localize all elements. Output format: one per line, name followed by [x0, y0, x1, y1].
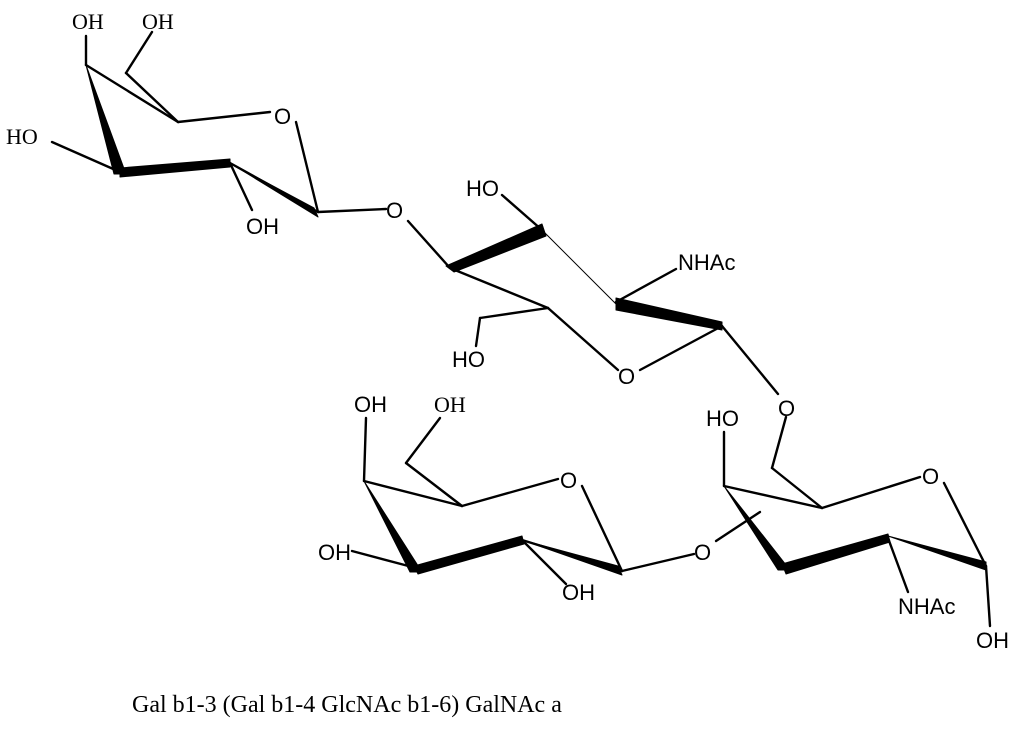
- ring1-oh-c3: HO: [6, 124, 38, 149]
- ring3-oh-c3: OH: [318, 540, 351, 565]
- ring1-oh-c4: OH: [72, 9, 104, 34]
- ring2-ring-oxygen: O: [618, 364, 635, 389]
- ring4-ring-oxygen: O: [922, 464, 939, 489]
- ring4-oh-c4: HO: [706, 406, 739, 431]
- linkage-oxygen-3: O: [694, 540, 711, 565]
- linkage-oxygen-1: O: [386, 198, 403, 223]
- ring3-oh-c2: OH: [562, 580, 595, 605]
- linkage-oxygen-2: O: [778, 396, 795, 421]
- ring-glcnac: [406, 193, 780, 396]
- ring2-oh-c3: HO: [466, 176, 499, 201]
- ring-gal-bottom: [350, 416, 696, 586]
- ring3-oh-c4: OH: [354, 392, 387, 417]
- ring1-ring-oxygen: O: [274, 104, 291, 129]
- ring3-ring-oxygen: O: [560, 468, 577, 493]
- ring-gal-top: [50, 30, 388, 218]
- ring1-oh-c6: OH: [142, 9, 174, 34]
- ring2-oh-c6: HO: [452, 347, 485, 372]
- ring-galnac: [714, 415, 992, 628]
- ring3-oh-c6: OH: [434, 392, 466, 417]
- structure-caption: Gal b1-3 (Gal b1-4 GlcNAc b1-6) GalNAc a: [132, 692, 562, 718]
- ring4-oh-c1: OH: [976, 628, 1009, 653]
- ring4-nhac: NHAc: [898, 594, 955, 619]
- ring1-oh-c2: OH: [246, 214, 279, 239]
- ring2-nhac: NHAc: [678, 250, 735, 275]
